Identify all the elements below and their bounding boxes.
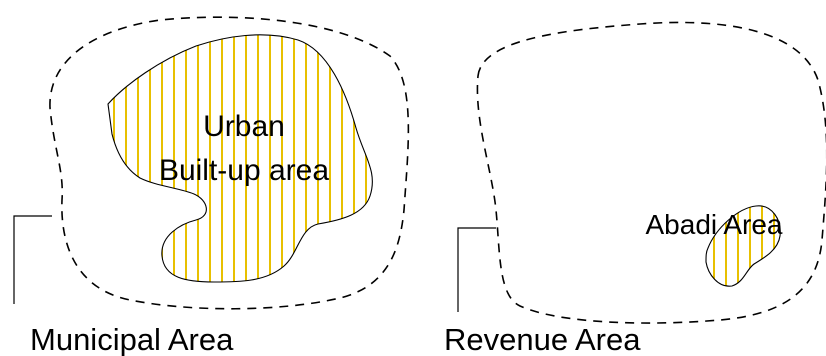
- revenue-area-label: Revenue Area: [444, 322, 641, 356]
- municipal-area-label: Municipal Area: [30, 322, 234, 356]
- built-up-area-label: Built-up area: [159, 154, 329, 187]
- abadi-area-label: Abadi Area: [646, 209, 783, 240]
- revenue-area-boundary: [476, 21, 826, 324]
- municipal-leader-line: [13, 215, 52, 304]
- revenue-leader-line: [457, 227, 496, 312]
- municipal-area-boundary: [49, 16, 410, 310]
- urban-label: Urban: [203, 110, 285, 143]
